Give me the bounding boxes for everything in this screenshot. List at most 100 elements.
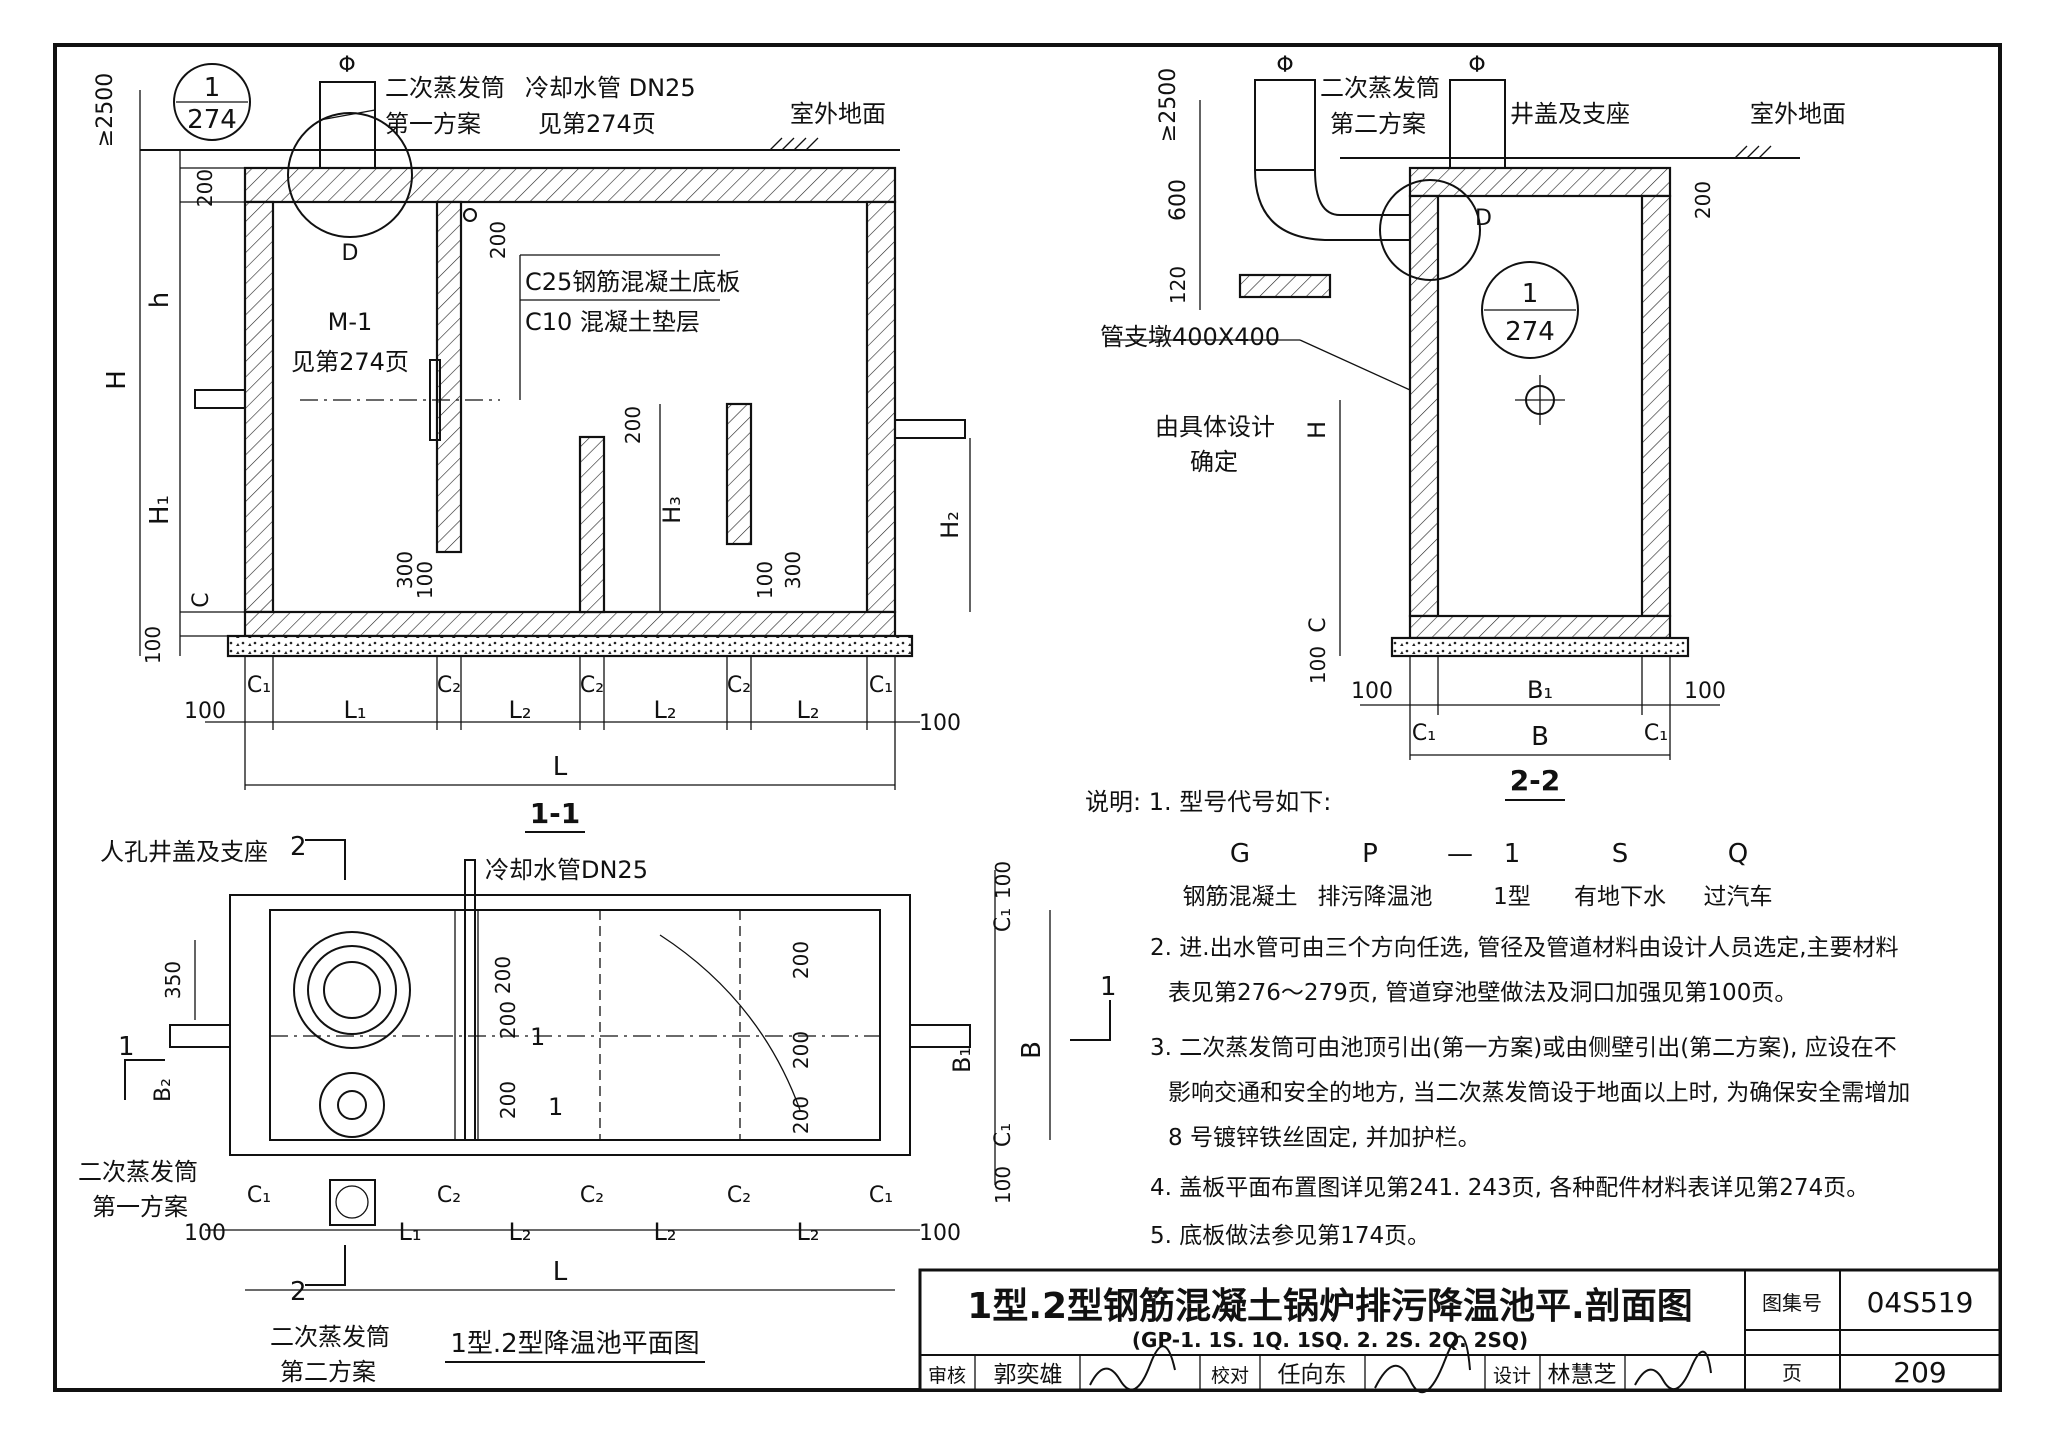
dim-200-a: 200 xyxy=(491,956,515,994)
outdoor-ground-label: 室外地面 xyxy=(790,100,886,128)
cooling-pipe-label: 冷却水管 DN25 xyxy=(525,74,696,102)
dim-H: H xyxy=(102,370,132,390)
plan-100-left: 100 xyxy=(184,1221,226,1246)
designer-name: 林慧芝 xyxy=(1548,1362,1617,1388)
code-meaning-Q: 过汽车 xyxy=(1704,884,1773,910)
design-label: 设计 xyxy=(1493,1365,1531,1387)
dim-200-c: 200 xyxy=(496,1081,520,1119)
dim-100-bottom-plan: 100 xyxy=(991,1166,1015,1204)
dim-C-2: C xyxy=(1306,617,1331,632)
dim-L: L xyxy=(553,752,568,782)
cooling-pipe-end xyxy=(463,208,477,222)
dim-C1-left: C₁ xyxy=(247,673,271,698)
plan-C2-c: C₂ xyxy=(727,1183,751,1208)
dim-L2-b: L₂ xyxy=(654,696,677,724)
bottom-slab xyxy=(243,610,897,638)
dim-C1-left-2: C₁ xyxy=(1412,721,1436,746)
steam-1-label: 二次蒸发筒 xyxy=(78,1158,198,1186)
cut-1-mid-b: 1 xyxy=(548,1093,563,1121)
drawing-title: 1型.2型钢筋混凝土锅炉排污降温池平.剖面图 xyxy=(967,1286,1692,1327)
dim-L1: L₁ xyxy=(344,696,367,724)
dim-100-right-2: 100 xyxy=(1684,679,1726,704)
cut-1-left-label: 1 xyxy=(118,1032,135,1062)
D-label-2: D xyxy=(1475,206,1492,231)
dim-100-left-2: 100 xyxy=(1351,679,1393,704)
code-meaning-G: 钢筋混凝土 xyxy=(1183,884,1298,910)
code-G: G xyxy=(1230,839,1250,869)
inlet-pipe xyxy=(194,389,246,409)
check-label: 校对 xyxy=(1211,1365,1249,1387)
plan-C1-right: C₁ xyxy=(869,1183,893,1208)
manhole-inner xyxy=(323,961,381,1019)
dim-H3: H₃ xyxy=(658,496,686,524)
ladder-m1 xyxy=(429,359,441,441)
plan-100-right: 100 xyxy=(919,1221,961,1246)
dim-200-weir: 200 xyxy=(621,406,645,444)
plan-view: 人孔井盖及支座 2 冷却水管DN25 二次蒸发筒 第一方案 二次蒸发筒 第二方案… xyxy=(78,832,1117,1386)
c10-cushion-label: C10 混凝土垫层 xyxy=(525,308,700,336)
dim-C2-b: C₂ xyxy=(580,673,604,698)
cut-1-right-label: 1 xyxy=(1100,972,1117,1002)
phi-label-2b: Φ xyxy=(1468,53,1485,78)
callout-page-2: 274 xyxy=(1505,317,1555,347)
section-1-1: 1 274 Φ 二次蒸发筒 第一方案 冷却水管 DN25 见第274页 室外地面… xyxy=(93,53,971,833)
phi-label-2: Φ xyxy=(1276,53,1293,78)
dim-600: 600 xyxy=(1166,179,1191,221)
steam-pipe-bend-inner xyxy=(1314,169,1410,216)
callout-circle-2 xyxy=(1481,261,1579,359)
code-dash: — xyxy=(1447,839,1473,869)
manhole-label: 人孔井盖及支座 xyxy=(100,838,268,866)
cut-2-bottom-label: 2 xyxy=(290,1277,307,1307)
dim-100-top-plan: 100 xyxy=(991,861,1015,899)
outlet-pipe xyxy=(894,419,966,439)
review-label: 审核 xyxy=(928,1365,966,1387)
drawing-subtitle: (GP-1. 1S. 1Q. 1SQ. 2. 2S. 2Q. 2SQ) xyxy=(1132,1328,1528,1352)
top-slab-2 xyxy=(1408,166,1672,198)
note-4: 4. 盖板平面布置图详见第241. 243页, 各种配件材料表详见第274页。 xyxy=(1150,1175,1869,1201)
plan-inlet xyxy=(169,1024,231,1048)
dim-C1-bottom-plan: C₁ xyxy=(991,1123,1016,1147)
plan-L1: L₁ xyxy=(399,1218,422,1246)
plan-L: L xyxy=(553,1257,568,1287)
dim-200-2: 200 xyxy=(1691,181,1715,219)
dim-B-plan: B xyxy=(1017,1041,1047,1059)
dim-120: 120 xyxy=(1166,266,1190,304)
phi-label: Φ xyxy=(338,53,355,78)
bottom-slab-2 xyxy=(1408,614,1672,640)
steam-pipe-plan xyxy=(319,1072,385,1138)
dim-200-f: 200 xyxy=(789,1096,813,1134)
reviewer-name: 郭奕雄 xyxy=(994,1362,1063,1388)
steam-pipe-1 xyxy=(319,81,376,169)
steam-pipe-bend xyxy=(1254,169,1410,241)
dim-200-b: 200 xyxy=(496,1001,520,1039)
dim-B2: B₂ xyxy=(151,1078,176,1102)
cut-2-top xyxy=(305,839,346,880)
dim-h: h xyxy=(145,292,175,308)
dim-100-v-2: 100 xyxy=(1306,646,1330,684)
cover-riser xyxy=(1449,79,1506,169)
dim-B-2: B xyxy=(1531,722,1549,752)
m1-label: M-1 xyxy=(328,308,373,336)
dim-300-b: 300 xyxy=(781,551,805,589)
dim-200-pipe: 200 xyxy=(486,221,510,259)
dim-100-a: 100 xyxy=(413,561,437,599)
pipe-break xyxy=(319,109,376,121)
steam-2b-label: 第二方案 xyxy=(280,1358,376,1386)
section-2-2: Φ Φ 二次蒸发筒 第二方案 井盖及支座 室外地面 管支墩400X400 由具体… xyxy=(1100,53,1846,801)
plan-C2-b: C₂ xyxy=(580,1183,604,1208)
partition-wall-2 xyxy=(578,435,606,614)
callout-circle xyxy=(173,63,251,141)
right-wall xyxy=(865,200,897,614)
callout-number: 1 xyxy=(204,73,221,103)
plan-C2-a: C₂ xyxy=(437,1183,461,1208)
dim-H2: H₂ xyxy=(936,511,964,539)
pipe-pier-label: 管支墩400X400 xyxy=(1100,323,1280,351)
page-number: 209 xyxy=(1893,1356,1946,1389)
dim-200-d: 200 xyxy=(789,941,813,979)
plan-L2-c: L₂ xyxy=(797,1218,820,1246)
steam-pipe-label: 二次蒸发筒 xyxy=(385,74,505,102)
atlas-label: 图集号 xyxy=(1762,1291,1822,1315)
section-1-1-title: 1-1 xyxy=(530,797,581,830)
notes: 说明: 1. 型号代号如下: G P — 1 S Q 钢筋混凝土 排污降温池 1… xyxy=(1085,788,1910,1249)
D-label: D xyxy=(342,241,359,266)
